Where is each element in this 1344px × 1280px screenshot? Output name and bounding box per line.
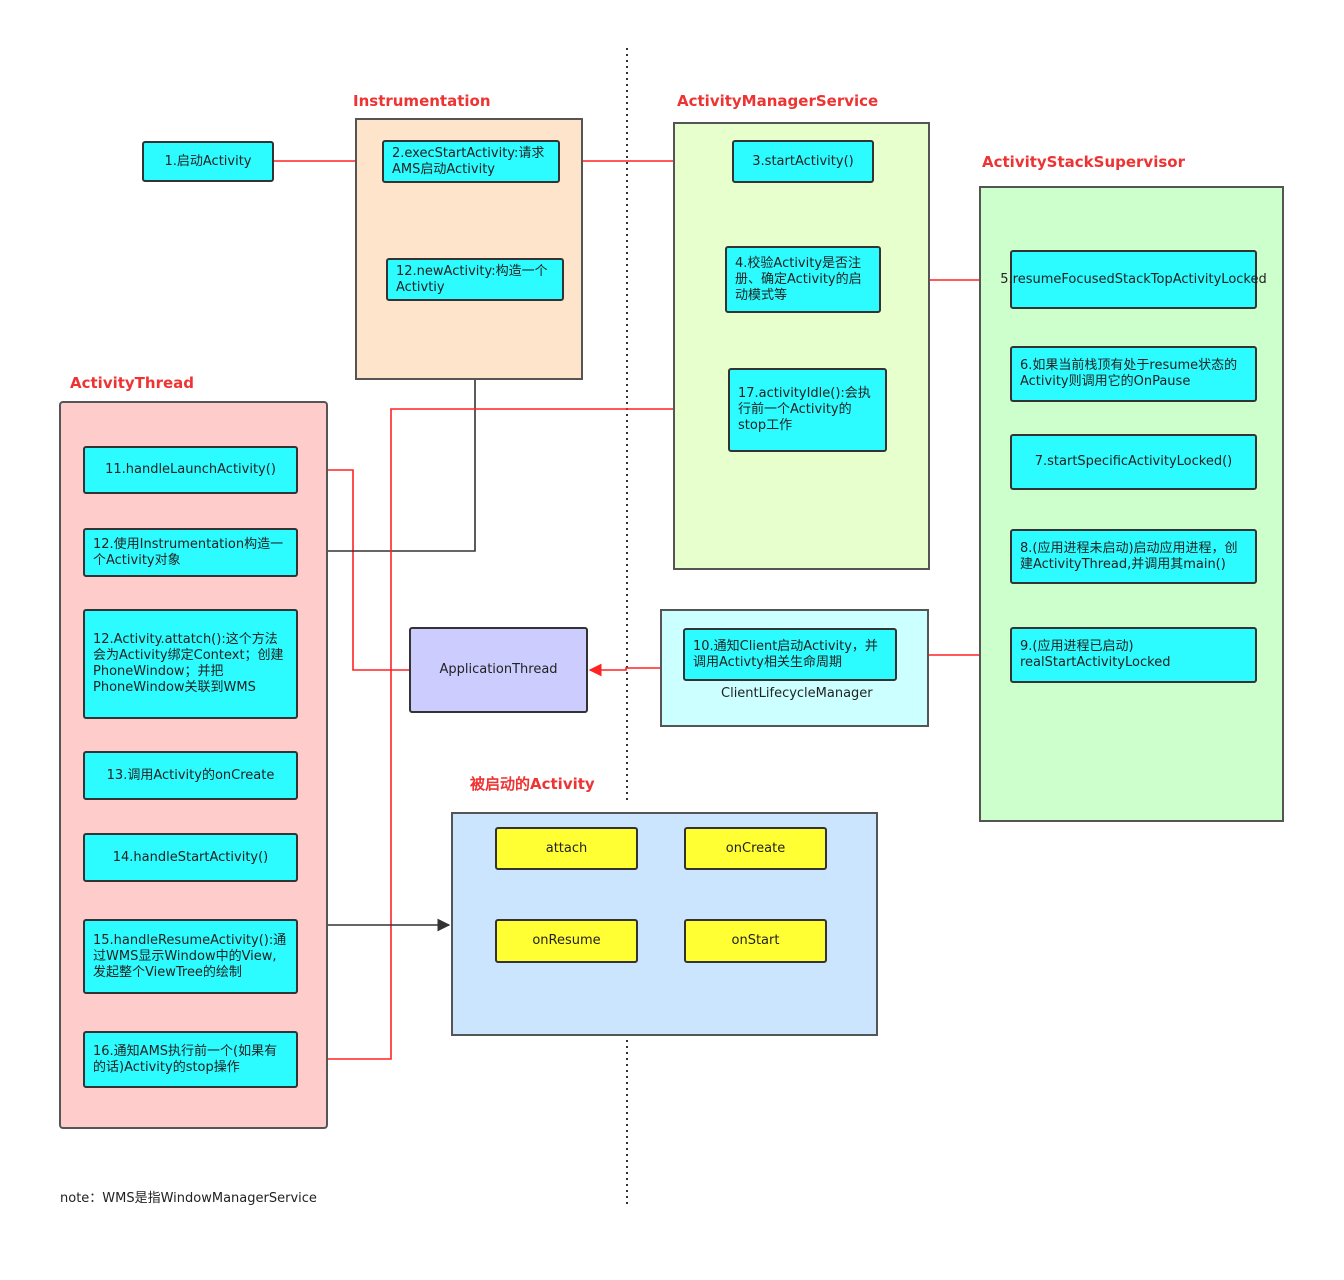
application-thread-box: ApplicationThread (409, 627, 588, 713)
step-17-activity-idle: 17.activityIdle():会执行前一个Activity的stop工作 (728, 368, 887, 452)
lifecycle-attach: attach (495, 827, 638, 870)
step-7-start-specific-activity: 7.startSpecificActivityLocked() (1010, 434, 1257, 490)
step-12-instrumentation-construct: 12.使用Instrumentation构造一个Activity对象 (83, 528, 298, 577)
ams-title: ActivityManagerService (677, 92, 879, 110)
lifecycle-on-start: onStart (684, 919, 827, 963)
step-4-verify-activity: 4.校验Activity是否注册、确定Activity的启动模式等 (725, 246, 881, 313)
instrumentation-title: Instrumentation (353, 92, 491, 110)
lifecycle-on-create: onCreate (684, 827, 827, 870)
note-text: note：WMS是指WindowManagerService (60, 1191, 317, 1206)
arrow-clm-to-app-thread (588, 663, 660, 677)
step-11-handle-launch-activity: 11.handleLaunchActivity() (83, 446, 298, 494)
supervisor-title: ActivityStackSupervisor (982, 153, 1185, 171)
lifecycle-on-resume: onResume (495, 919, 638, 963)
activity-thread-title: ActivityThread (70, 374, 195, 392)
step-12-new-activity: 12.newActivity:构造一个Activtiy (386, 258, 564, 301)
ams-region (673, 122, 930, 570)
step-14-handle-start-activity: 14.handleStartActivity() (83, 833, 298, 882)
step-16-notify-ams-stop: 16.通知AMS执行前一个(如果有的话)Activity的stop操作 (83, 1031, 298, 1088)
step-9-real-start-activity: 9.(应用进程已启动) realStartActivityLocked (1010, 627, 1257, 683)
step-8-start-process: 8.(应用进程未启动)启动应用进程，创建ActivityThread,并调用其m… (1010, 529, 1257, 584)
step-12-activity-attach: 12.Activity.attatch():这个方法会为Activity绑定Co… (83, 609, 298, 719)
arrow-16-to-17 (298, 402, 728, 1060)
step-2-exec-start-activity: 2.execStartActivity:请求AMS启动Activity (382, 140, 560, 183)
step-5-resume-focused-stack: 5.resumeFocusedStackTopActivityLocked (1000, 250, 1267, 309)
step-6-pause-current: 6.如果当前栈顶有处于resume状态的Activity则调用它的OnPause (1010, 346, 1257, 402)
step-10-notify-client: 10.通知Client启动Activity，并调用Activty相关生命周期 (683, 628, 897, 681)
arrow-new-activity-to-12 (298, 301, 476, 558)
launched-activity-title: 被启动的Activity (470, 775, 595, 793)
step-1-start-activity: 1.启动Activity (142, 141, 274, 182)
client-lifecycle-manager-label: ClientLifecycleManager (721, 686, 873, 701)
step-15-handle-resume-activity: 15.handleResumeActivity():通过WMS显示Window中… (83, 919, 298, 994)
step-3-start-activity: 3.startActivity() (732, 140, 874, 183)
step-13-on-create: 13.调用Activity的onCreate (83, 751, 298, 800)
